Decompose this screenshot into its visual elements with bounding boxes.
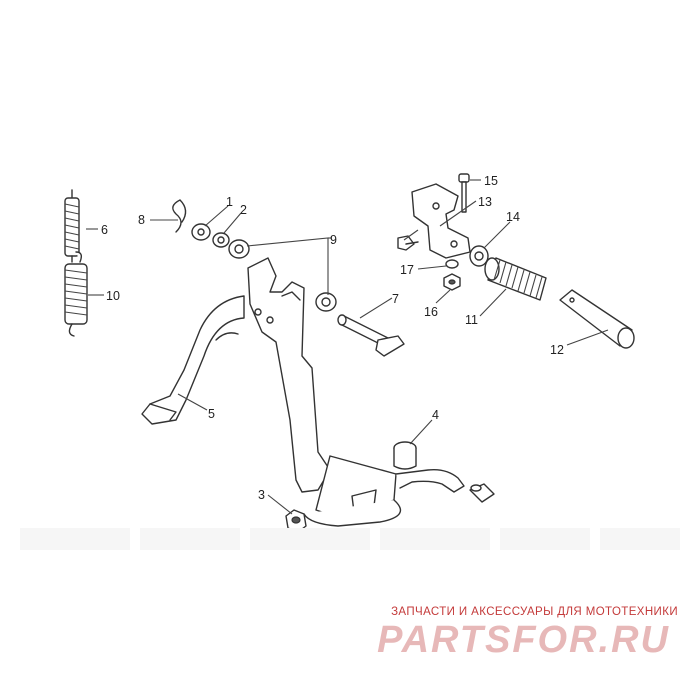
callout-17: 17 — [400, 263, 414, 277]
washer-17 — [445, 259, 459, 269]
callout-5: 5 — [208, 407, 215, 421]
callout-6: 6 — [101, 223, 108, 237]
pin-7 — [337, 314, 405, 357]
footrest-rubber-11 — [484, 257, 547, 301]
spring-6 — [64, 189, 80, 263]
callout-10: 10 — [106, 289, 120, 303]
callout-1: 1 — [226, 195, 233, 209]
bolt-15 — [458, 173, 470, 213]
nut-3 — [285, 509, 307, 533]
faint-watermark-band — [0, 528, 700, 552]
nut-16 — [443, 273, 461, 291]
callout-2: 2 — [240, 203, 247, 217]
leader-lines — [86, 179, 609, 515]
main-stand-5 — [141, 257, 331, 493]
callout-numbers: 1 2 3 4 5 6 7 8 9 10 11 12 13 14 15 16 1… — [101, 174, 564, 502]
callout-4: 4 — [432, 408, 439, 422]
callout-12: 12 — [550, 343, 564, 357]
callout-11: 11 — [465, 313, 478, 327]
callout-15: 15 — [484, 174, 498, 188]
rubber-bumper-4 — [393, 441, 417, 470]
callout-14: 14 — [506, 210, 520, 224]
stand-lever — [303, 455, 465, 527]
bracket-13 — [411, 183, 471, 259]
spring-10 — [64, 251, 88, 337]
bolt-head — [397, 235, 419, 251]
callout-13: 13 — [478, 195, 492, 209]
callout-3: 3 — [258, 488, 265, 502]
footrest-pin-12 — [559, 289, 635, 349]
callout-16: 16 — [424, 305, 438, 319]
lever-end-cap — [469, 483, 495, 503]
watermark-tagline: ЗАПЧАСТИ И АКСЕССУАРЫ ДЛЯ МОТОТЕХНИКИ — [391, 606, 678, 618]
clip-8 — [172, 199, 187, 233]
callout-8: 8 — [138, 213, 145, 227]
watermark-logo: PARTSFOR.RU — [377, 619, 670, 661]
callout-7: 7 — [392, 292, 399, 306]
callout-9: 9 — [330, 233, 337, 247]
